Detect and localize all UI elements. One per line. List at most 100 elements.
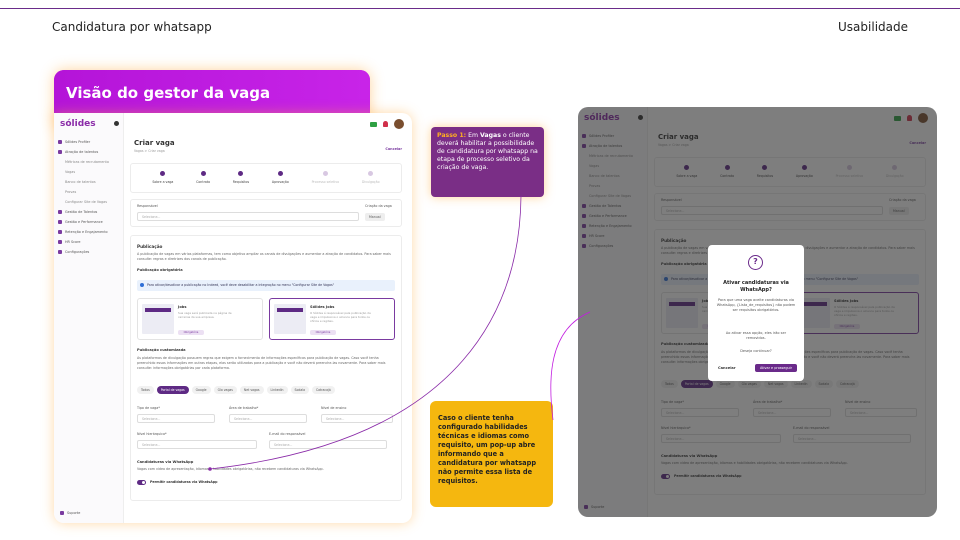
field-select[interactable]: Selecione... (229, 414, 307, 423)
notice-icon[interactable] (370, 121, 377, 127)
creation-button[interactable]: Manual (365, 213, 385, 221)
publication-title: Publicação (137, 244, 163, 249)
platform-tab[interactable]: Net vagas (239, 386, 264, 394)
field-select[interactable]: Selecione... (321, 414, 393, 423)
publication-text: A publicação de vagas em vários platafor… (137, 252, 391, 261)
platform-tab[interactable]: Sodala (290, 386, 309, 394)
step[interactable]: Processo seletivo (311, 171, 340, 184)
solides-logo: sólides (60, 119, 96, 129)
field-select[interactable]: Selecione... (269, 440, 387, 449)
step-label: Processo seletivo (311, 180, 340, 184)
platform-tab[interactable]: Todos (137, 386, 154, 394)
breadcrumb[interactable]: Vagas > Criar vaga (134, 149, 165, 153)
step-dot (277, 171, 283, 176)
publication-card: Publicação A publicação de vagas em vário… (130, 235, 402, 501)
step[interactable]: Divulgação (362, 171, 380, 184)
modal-text-remove: Ao ativar essa opção, eles irão ser remo… (725, 331, 787, 340)
question-icon: ? (748, 255, 763, 270)
step[interactable]: Requisitos (233, 171, 249, 184)
mandatory-title: Publicação obrigatória (137, 268, 183, 272)
modal-text: Para que uma vaga aceite candidaturas vi… (716, 298, 796, 312)
sidebar-item[interactable]: HR Score (58, 237, 122, 247)
modal-confirm-button[interactable]: Ativar e prosseguir (755, 364, 797, 372)
sidebar-item[interactable]: Configurações (58, 247, 122, 257)
sidebar-item[interactable]: Atração de talentos (58, 147, 122, 157)
board-desc: O Sólides é responsável pela publicação … (310, 311, 371, 323)
sidebar-item[interactable]: Provas (58, 187, 122, 197)
responsible-select[interactable]: Selecione... (137, 212, 359, 221)
sidebar-item[interactable]: Sólides Profiler (58, 137, 122, 147)
sidebar-item[interactable]: Métricas de recrutamento (58, 157, 122, 167)
custom-title: Publicação customizada (137, 348, 186, 352)
info-banner: Para ativar/desativar a publicação no In… (137, 280, 395, 291)
sidebar-item-label: Vagas (65, 170, 76, 174)
sidebar-item[interactable]: Vagas (58, 167, 122, 177)
field-select[interactable]: Selecione... (137, 414, 215, 423)
modal-cancel-button[interactable]: Cancelar (718, 366, 736, 370)
sidebar-item-label: Gestão de Talentos (65, 210, 98, 214)
sidebar-item[interactable]: Banco de talentos (58, 177, 122, 187)
field-label: Tipo de vaga* (137, 406, 160, 410)
callout-step-post: o cliente deverá habilitar a possibilida… (437, 132, 538, 171)
step[interactable]: Sobre a vaga (152, 171, 173, 184)
step-label: Divulgação (361, 180, 380, 184)
menu-icon (58, 230, 62, 234)
top-divider (0, 8, 960, 9)
menu-icon (58, 250, 62, 254)
step-dot (238, 171, 244, 176)
step-label: Contrato (196, 180, 211, 184)
sidebar-item-label: Banco de talentos (65, 180, 96, 184)
thumb-bar (277, 308, 303, 312)
field-label: Nível hierárquico* (137, 432, 167, 436)
platform-tab[interactable]: Catracajá (312, 386, 335, 394)
platform-tab[interactable]: LinkedIn (266, 386, 288, 394)
creation-label: Criação da vaga (365, 204, 392, 208)
left-panel-header: Visão do gestor da vaga (54, 70, 370, 115)
sidebar-item-label: Gestão e Performance (65, 220, 103, 224)
bell-icon[interactable] (383, 121, 388, 127)
board-desc: Sua vaga será publicada na página de car… (178, 311, 232, 319)
support-link[interactable]: Suporte (60, 511, 80, 515)
menu-icon (58, 210, 62, 214)
sidebar-item[interactable]: Gestão de Talentos (58, 207, 122, 217)
sidebar-item[interactable]: Retenção e Engajamento (58, 227, 122, 237)
field-select[interactable]: Selecione... (137, 440, 257, 449)
whatsapp-toggle-label: Permitir candidaturas via WhatsApp (150, 480, 218, 484)
step-label: Sobre a vaga (152, 180, 174, 184)
callout-note: Caso o cliente tenha configurado habilid… (430, 401, 553, 507)
responsible-label: Responsável (137, 204, 158, 208)
board-badge: Obrigatória (178, 330, 204, 335)
platform-tab[interactable]: Google (191, 386, 211, 394)
step[interactable]: Contrato (196, 171, 210, 184)
modal-text-confirm: Deseja continuar? (740, 349, 772, 353)
menu-icon (58, 150, 62, 154)
whatsapp-confirm-modal: ? Ativar candidaturas via WhatsApp? Para… (708, 245, 804, 381)
sidebar-item[interactable]: Gestão e Performance (58, 217, 122, 227)
support-icon (60, 511, 64, 515)
step-dot (322, 171, 328, 176)
cancel-link[interactable]: Cancelar (385, 147, 402, 151)
whatsapp-toggle[interactable] (137, 480, 146, 485)
collapse-sidebar-icon[interactable] (114, 121, 119, 126)
sidebar-item-label: Métricas de recrutamento (65, 160, 109, 164)
whatsapp-text: Vagas com video de apresentação, idiomas… (137, 467, 324, 471)
platform-tab[interactable]: Glo vagas (213, 386, 237, 394)
platform-tab[interactable]: Portal de vagas (156, 386, 189, 394)
step-label: Requisitos (232, 180, 250, 184)
sidebar-item[interactable]: Configurar Site de Vagas (58, 197, 122, 207)
step-label: Aprovação (271, 180, 289, 184)
avatar[interactable] (394, 119, 404, 129)
step[interactable]: Aprovação (272, 171, 289, 184)
sidebar-item-label: Atração de talentos (65, 150, 99, 154)
step-dot (368, 171, 374, 176)
sidebar-item-label: HR Score (65, 240, 81, 244)
thumb-bar (145, 308, 171, 312)
